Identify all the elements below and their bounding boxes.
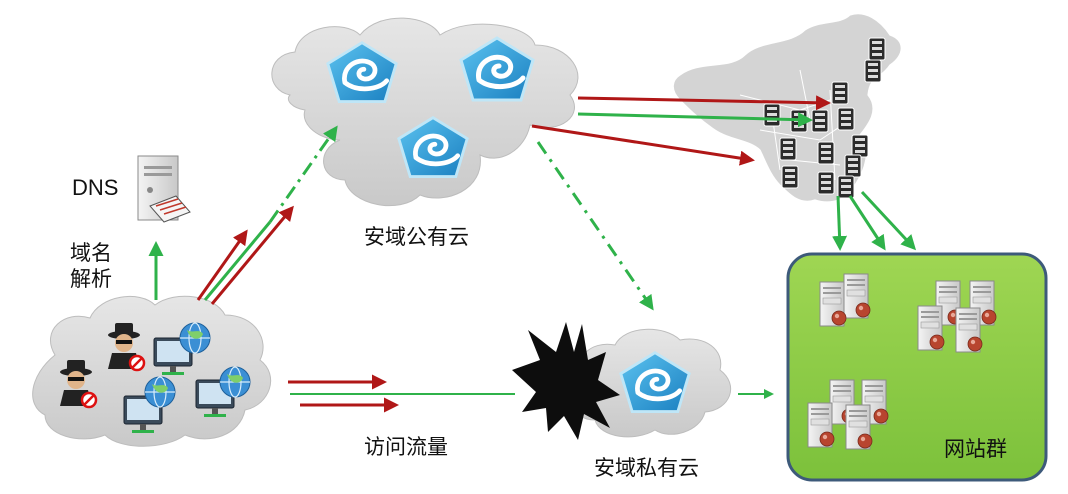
explosion-icon <box>512 322 620 440</box>
private-cloud <box>572 328 732 438</box>
website-cluster-panel <box>786 252 1048 482</box>
china-map-icon <box>672 13 902 203</box>
globe-icon <box>179 322 211 354</box>
globe-icon <box>219 366 251 398</box>
access-traffic-label: 访问流量 <box>364 435 448 459</box>
public-cloud-label: 安域公有云 <box>364 225 469 249</box>
public-cloud <box>271 17 579 207</box>
server-icon <box>819 273 871 327</box>
dns-server-icon <box>137 155 191 223</box>
domain-resolution-label: 域名解析 <box>70 241 112 292</box>
website-cluster-label: 网站群 <box>944 437 1007 461</box>
arrows <box>148 95 917 413</box>
globe-icon <box>144 376 176 408</box>
user-cloud <box>32 295 272 447</box>
private-cloud-label: 安域私有云 <box>594 456 699 480</box>
dns-label: DNS <box>72 175 119 200</box>
